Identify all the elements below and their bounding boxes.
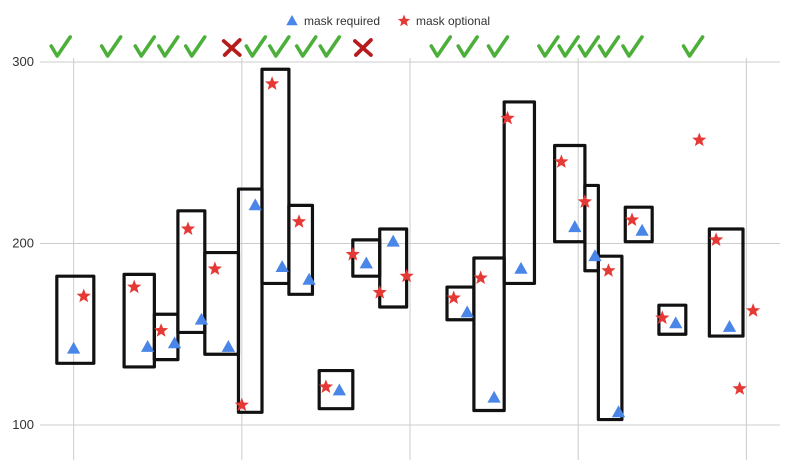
annotation-box-5: [236, 187, 264, 414]
mask-required-point-0: [66, 341, 81, 354]
check-icon-7: [268, 35, 291, 58]
annotation-box-16: [596, 254, 624, 422]
mask-optional-point-21: [708, 232, 724, 246]
grid: [40, 58, 780, 460]
mask-required-point-5: [248, 198, 262, 211]
mask-optional-point-3: [180, 221, 196, 236]
mask-optional-point-10: [372, 285, 387, 299]
mask-optional-point-22: [732, 381, 747, 395]
data-points: [66, 76, 761, 418]
mask-required-point-16: [611, 405, 626, 418]
mask-required-point-15: [588, 249, 602, 262]
mask-optional-point-2: [153, 323, 169, 337]
mask-optional-point-5: [234, 397, 249, 412]
check-icon-0: [49, 35, 72, 58]
legend-label-mask-required: mask required: [304, 14, 380, 28]
check-icon-15: [557, 35, 580, 58]
mask-required-point-13: [514, 261, 528, 274]
y-tick-label-300: 300: [12, 54, 34, 69]
mask-optional-point-23: [745, 303, 761, 317]
check-icon-19: [681, 35, 705, 58]
annotation-box-12: [472, 256, 506, 413]
check-icon-11: [429, 35, 453, 58]
check-icon-16: [577, 35, 601, 58]
legend-marker-mask-required: [286, 15, 298, 26]
mask-optional-point-9: [345, 246, 360, 261]
mask-optional-point-13: [473, 270, 488, 285]
mask-optional-point-20: [692, 132, 707, 147]
mask-optional-point-1: [127, 279, 142, 294]
mask-optional-point-4: [207, 261, 223, 275]
mask-optional-point-0: [76, 288, 91, 303]
mask-required-point-4: [221, 339, 236, 352]
mask-optional-point-11: [399, 268, 414, 283]
annotation-box-15: [583, 183, 600, 273]
cross-icon-10: [353, 38, 373, 57]
y-axis-tick-labels: 100 200 300: [12, 54, 34, 432]
annotation-box-1: [122, 272, 156, 369]
annotation-box-8: [317, 368, 355, 411]
mask-required-point-10: [386, 234, 400, 247]
check-icon-8: [294, 35, 318, 58]
check-icon-17: [597, 35, 621, 58]
mask-optional-point-16: [577, 194, 593, 208]
mask-optional-point-8: [318, 379, 334, 393]
annotation-box-2: [152, 312, 180, 362]
mask-optional-point-19: [655, 310, 670, 324]
annotation-box-6: [260, 67, 291, 286]
mask-required-point-8: [332, 383, 347, 396]
mask-optional-point-15: [554, 154, 569, 168]
y-tick-label-100: 100: [12, 417, 34, 432]
check-icon-1: [99, 35, 123, 58]
mask-required-point-18: [669, 316, 683, 329]
legend: mask required mask optional: [286, 14, 490, 28]
annotation-box-19: [707, 227, 745, 338]
mask-required-point-17: [635, 223, 649, 236]
y-tick-label-200: 200: [12, 236, 34, 251]
check-icon-12: [456, 35, 479, 58]
check-marks: [49, 35, 705, 58]
mask-required-point-14: [568, 220, 582, 233]
annotation-box-13: [502, 100, 537, 286]
mask-required-point-11: [460, 305, 474, 318]
mask-optional-point-6: [264, 76, 280, 90]
mask-required-point-3: [194, 312, 209, 325]
check-icon-13: [486, 35, 510, 58]
check-icon-4: [183, 35, 207, 58]
annotation-box-18: [657, 303, 688, 336]
mask-required-point-7: [302, 272, 316, 285]
annotation-boxes: [55, 67, 745, 422]
mask-required-point-19: [722, 319, 737, 332]
check-icon-18: [621, 35, 644, 58]
check-icon-9: [318, 35, 342, 58]
mask-required-point-9: [359, 256, 373, 269]
mask-optional-point-17: [601, 263, 616, 277]
mask-optional-point-12: [446, 290, 461, 305]
mask-optional-point-7: [291, 214, 307, 228]
annotation-box-7: [287, 203, 315, 296]
check-icon-3: [157, 35, 180, 58]
mask-required-point-1: [140, 339, 155, 352]
mask-required-point-2: [167, 336, 182, 349]
check-icon-6: [244, 35, 268, 58]
legend-label-mask-optional: mask optional: [416, 14, 490, 28]
check-icon-2: [133, 35, 157, 58]
legend-marker-mask-optional: [397, 14, 411, 27]
mask-optional-point-14: [500, 110, 515, 125]
annotation-box-10: [378, 227, 409, 309]
cross-icon-5: [221, 38, 242, 57]
mask-required-point-12: [487, 390, 501, 403]
annotation-box-17: [623, 205, 654, 244]
check-icon-14: [537, 35, 560, 58]
mask-optional-point-18: [624, 212, 640, 226]
annotation-box-0: [55, 274, 96, 365]
mask-required-point-6: [275, 260, 289, 272]
